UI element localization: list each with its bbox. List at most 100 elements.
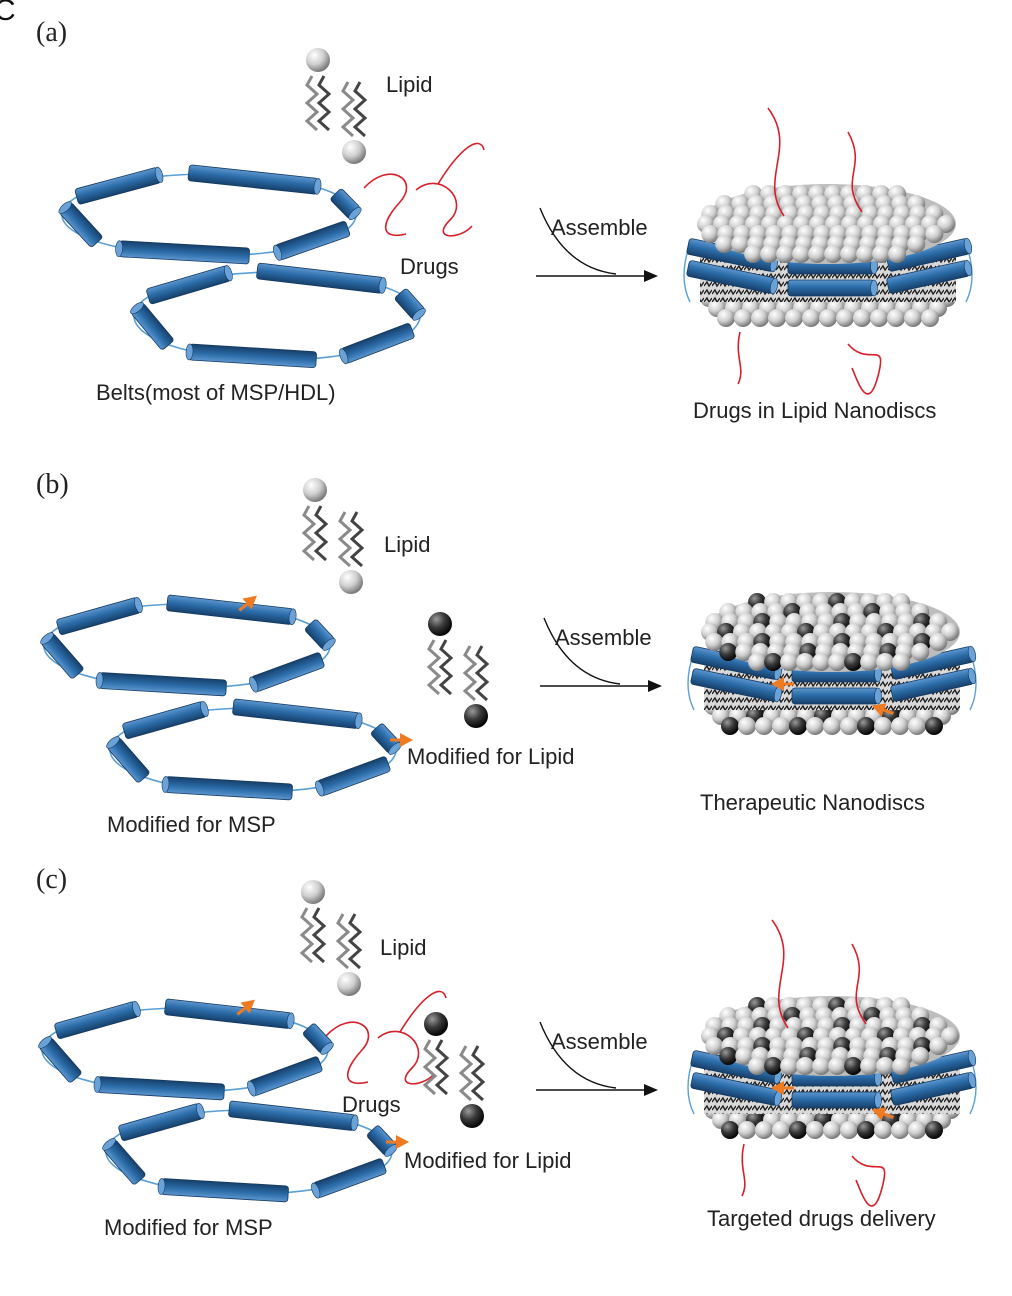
panel-a: (a) Lipid Drugs Belts(most of MSP/HDL) A… xyxy=(36,17,973,423)
helix-cylinder xyxy=(130,301,174,350)
disc-lipid-head xyxy=(892,653,911,671)
disc-lipid-head xyxy=(744,245,763,263)
disc-lipid-head xyxy=(796,1057,815,1075)
disc-lipid-head xyxy=(755,717,773,735)
lipid-tail xyxy=(311,907,327,964)
disc-lipid-head xyxy=(780,1057,799,1075)
disc-lipid-head xyxy=(812,653,831,671)
disc-lipid-head xyxy=(929,633,948,651)
drugs-label-a: Drugs xyxy=(400,254,459,279)
disc-lipid-head xyxy=(887,309,905,327)
helix-cylinder xyxy=(339,323,415,365)
belt-ring-lower-b xyxy=(106,698,413,801)
helix-cylinder xyxy=(74,166,164,205)
helix-cylinder xyxy=(315,756,391,797)
disc-lipid-head xyxy=(908,1121,926,1139)
belt-ring-upper-a xyxy=(58,164,362,265)
targeting-arrowhead-icon xyxy=(386,1135,409,1149)
lipid-head xyxy=(339,570,363,594)
disc-lipid-head xyxy=(760,245,779,263)
lipid-head xyxy=(301,880,325,904)
assemble-arrow-b xyxy=(540,617,662,692)
helix-cylinder xyxy=(247,1056,323,1097)
corner-letter: C xyxy=(0,0,16,27)
helix-cylinder xyxy=(56,596,143,635)
modified-lipid-label-c: Modified for Lipid xyxy=(404,1148,572,1173)
disc-lipid-head xyxy=(748,1057,767,1075)
disc-drug-chain xyxy=(741,1143,746,1197)
disc-lipid-head xyxy=(876,1057,895,1075)
helix-cylinder xyxy=(157,1178,289,1203)
helix-cylinder xyxy=(791,687,882,705)
lipid-tail xyxy=(470,1045,486,1102)
disc-lipid-head xyxy=(755,1121,773,1139)
assemble-curve xyxy=(543,617,621,685)
disc-drug-chain xyxy=(851,1155,886,1207)
disc-lipid-head xyxy=(840,717,858,735)
disc-lipid-head xyxy=(925,225,944,243)
disc-lipid-head xyxy=(719,643,738,661)
helix-cylinder xyxy=(115,240,250,265)
disc-lipid-head xyxy=(734,309,752,327)
lipid-tail xyxy=(349,511,365,568)
helix-cylinder xyxy=(886,237,973,272)
modified-lipid-head xyxy=(428,612,452,636)
helix-cylinder xyxy=(303,1023,334,1055)
disc-lipid-head xyxy=(941,623,959,641)
helix-cylinder xyxy=(166,594,297,626)
modified-lipid-molecule-b xyxy=(426,612,490,728)
lipid-tail xyxy=(474,645,490,702)
disc-drug-chain xyxy=(851,943,867,1025)
disc-lipid-head xyxy=(904,309,922,327)
disc-drug-chain xyxy=(847,343,882,395)
lipid-molecule-b xyxy=(301,478,365,594)
disc-lipid-head xyxy=(908,717,926,735)
disc-lipid-head xyxy=(705,1037,724,1055)
helix-cylinder xyxy=(232,698,363,730)
disc-lipid-head xyxy=(925,717,943,735)
disc-lipid-head xyxy=(735,1047,754,1065)
assemble-curve xyxy=(539,207,617,275)
panel-label-c: (c) xyxy=(36,864,67,895)
disc-lipid-head xyxy=(715,235,734,253)
targeting-arrowhead-icon xyxy=(236,999,255,1016)
disc-lipid-head xyxy=(929,1037,948,1055)
helix-cylinder xyxy=(106,736,150,783)
belts-label-b: Modified for MSP xyxy=(107,812,276,837)
helix-cylinder xyxy=(249,652,325,693)
lipid-tail xyxy=(458,1045,474,1102)
drug-chain xyxy=(399,990,447,1033)
disc-lipid-head xyxy=(823,717,841,735)
disc-lipid-head xyxy=(738,1121,756,1139)
helix-cylinder xyxy=(102,1138,146,1185)
helix-cylinder xyxy=(890,667,977,702)
disc-lipid-head xyxy=(768,309,786,327)
disc-lipid-head xyxy=(776,245,795,263)
targeting-arrowhead-icon xyxy=(871,1107,894,1121)
modified-lipid-head xyxy=(460,1104,484,1128)
disc-lipid-head xyxy=(874,717,892,735)
disc-lipid-head xyxy=(738,717,756,735)
modified-lipid-label-b: Modified for Lipid xyxy=(407,744,575,769)
disc-lipid-head xyxy=(941,1027,959,1045)
disc-lipid-head xyxy=(872,245,891,263)
helix-cylinder xyxy=(787,279,878,297)
drug-chain xyxy=(377,1030,435,1085)
lipid-label-c: Lipid xyxy=(380,935,426,960)
helix-cylinder xyxy=(58,201,103,248)
disc-lipid-head xyxy=(806,717,824,735)
lipid-label-a: Lipid xyxy=(386,72,432,97)
disc-lipid-head xyxy=(796,653,815,671)
disc-lipid-head xyxy=(764,653,783,671)
modified-lipid-head xyxy=(424,1012,448,1036)
disc-lipid-head xyxy=(792,245,811,263)
helix-cylinder xyxy=(305,619,336,651)
lipid-tail xyxy=(337,511,353,568)
disc-lipid-head xyxy=(828,653,847,671)
assemble-label-a: Assemble xyxy=(551,215,648,240)
disc-lipid-head xyxy=(705,633,724,651)
helix-cylinder xyxy=(185,343,317,369)
lipid-tail xyxy=(434,1039,450,1096)
drug-chains-a xyxy=(363,142,485,237)
